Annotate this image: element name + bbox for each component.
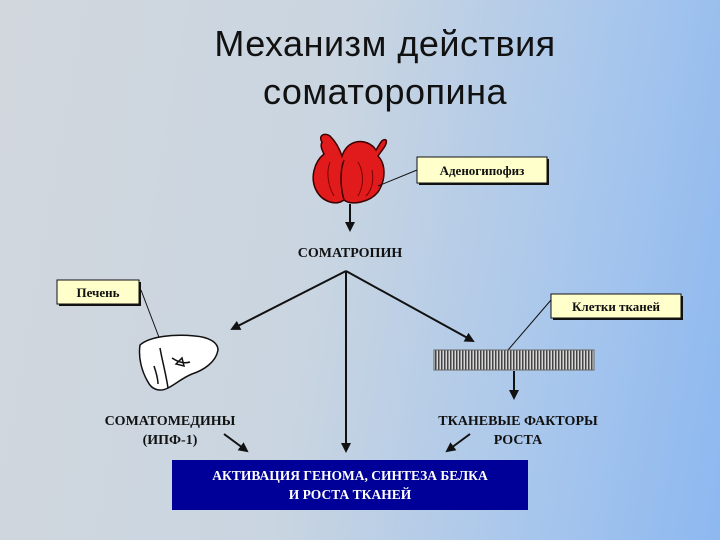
somatomedins-label-line1: СОМАТОМЕДИНЫ (105, 414, 236, 429)
arrow-somatomedins-to-activation (223, 433, 249, 453)
pituitary-gland-icon (312, 133, 388, 204)
activation-box: АКТИВАЦИЯ ГЕНОМА, СИНТЕЗА БЕЛКА И РОСТА … (172, 460, 528, 510)
adenohypophysis-label: Аденогипофиз (440, 163, 525, 178)
liver-box: Печень (56, 279, 141, 306)
activation-label-line2: И РОСТА ТКАНЕЙ (289, 487, 412, 502)
liver-label: Печень (76, 285, 119, 300)
tissue-cells-pointer (507, 299, 552, 351)
slide-title-line2: соматоропина (262, 71, 508, 112)
activation-label-line1: АКТИВАЦИЯ ГЕНОМА, СИНТЕЗА БЕЛКА (212, 468, 488, 483)
tissue-factors-label-line2: РОСТА (494, 433, 543, 448)
arrow-to-tissue-cells (345, 270, 475, 342)
arrow-to-liver (230, 270, 347, 330)
liver-icon (138, 334, 219, 391)
arrow-factors-to-activation (445, 433, 471, 453)
adenohypophysis-box: Аденогипофиз (416, 156, 549, 185)
somatotropin-label: СОМАТРОПИН (298, 246, 403, 261)
adenohypophysis-pointer (377, 169, 418, 187)
tissue-cells-label: Клетки тканей (572, 299, 661, 314)
tissue-cells-box: Клетки тканей (550, 293, 683, 320)
tissue-cells-bar (433, 349, 595, 371)
slide-title: Механизм действия соматоропина (150, 20, 620, 116)
slide-title-line1: Механизм действия (214, 23, 556, 64)
somatomedins-label-line2: (ИПФ-1) (143, 433, 198, 448)
tissue-factors-label-line1: ТКАНЕВЫЕ ФАКТОРЫ (438, 414, 598, 429)
liver-pointer (140, 289, 161, 341)
